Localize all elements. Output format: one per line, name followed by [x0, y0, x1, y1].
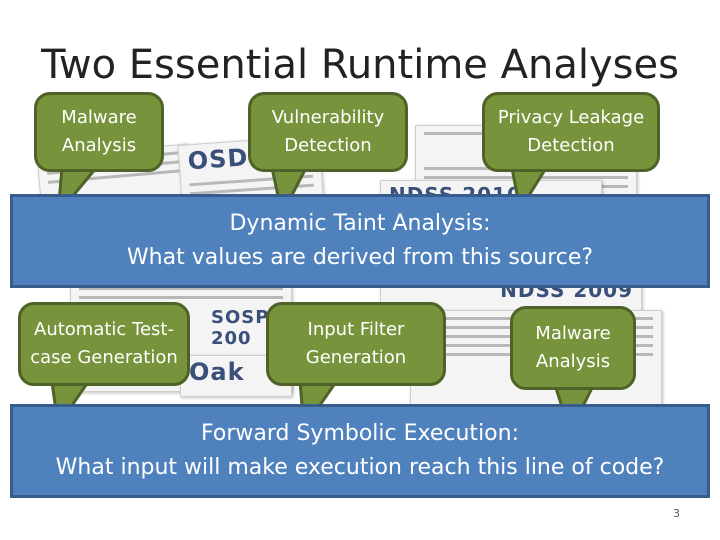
callout-line: Automatic Test-: [34, 319, 174, 340]
paper-venue-label: SOSP 200: [211, 307, 270, 349]
paper-venue-label: Oak: [189, 358, 245, 386]
callout-line: Malware: [535, 323, 611, 344]
callout-line: Vulnerability: [271, 107, 385, 128]
callout-line: Generation: [305, 347, 407, 368]
callout-line: Detection: [527, 135, 615, 156]
page-number: 3: [673, 507, 680, 520]
callout-line: case Generation: [30, 347, 178, 368]
banner-heading: Dynamic Taint Analysis:: [229, 211, 491, 236]
symbolic-execution-banner: Forward Symbolic Execution: What input w…: [10, 404, 710, 498]
callout-line: Analysis: [61, 135, 137, 156]
taint-analysis-banner: Dynamic Taint Analysis: What values are …: [10, 194, 710, 288]
callout-line: Detection: [284, 135, 372, 156]
banner-question: What values are derived from this source…: [126, 245, 594, 270]
banner-heading: Forward Symbolic Execution:: [201, 421, 519, 446]
callout-line: Privacy Leakage: [497, 107, 645, 128]
slide-title: Two Essential Runtime Analyses: [41, 42, 679, 88]
callout-automatic-testcase-generation: Automatic Test-case Generation: [18, 302, 190, 386]
banner-question: What input will make execution reach thi…: [55, 455, 665, 480]
callout-line: Input Filter: [307, 319, 405, 340]
callout-line: Malware: [61, 107, 137, 128]
callout-line: Analysis: [535, 351, 611, 372]
